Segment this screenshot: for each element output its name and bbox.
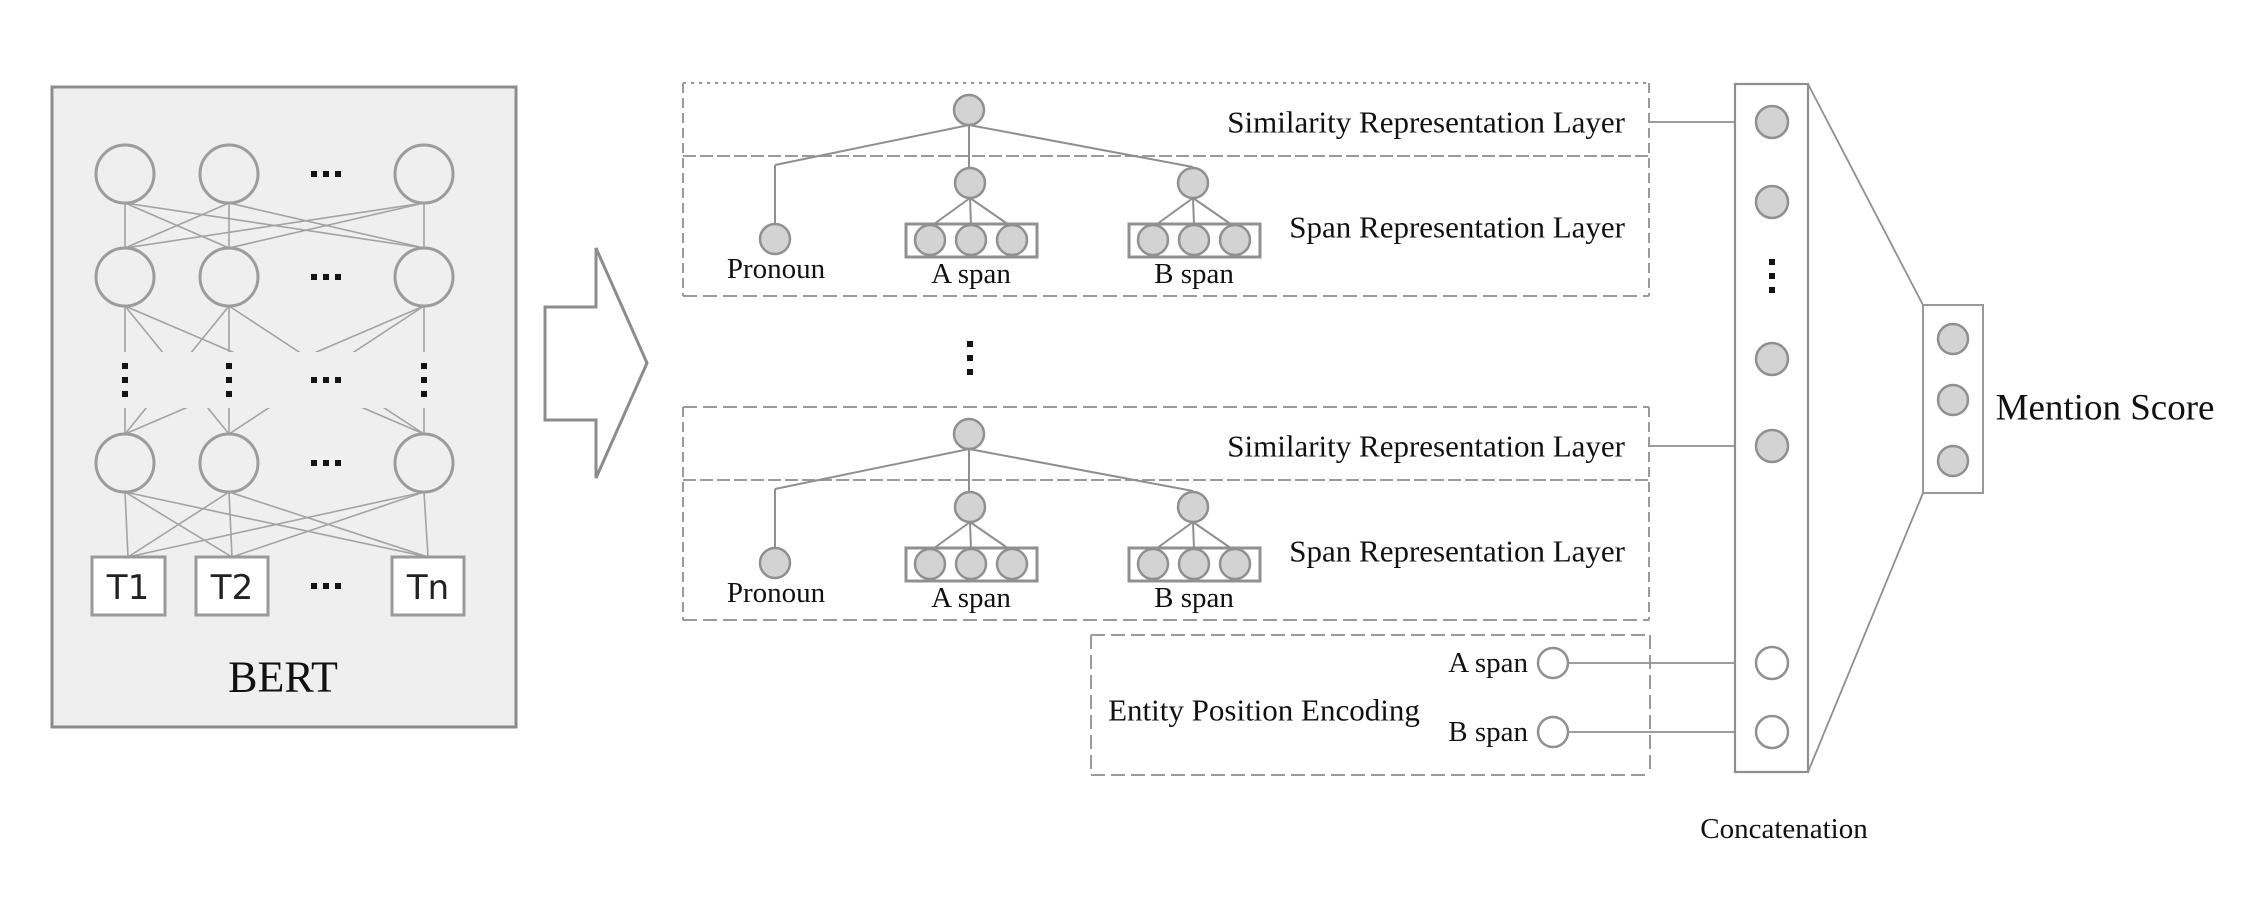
tree2-a-span-label: A span xyxy=(931,582,1011,614)
tree2-span-layer-label: Span Representation Layer xyxy=(1289,534,1625,569)
tree2-pronoun-node xyxy=(758,546,792,580)
funnel-top-line xyxy=(1807,83,1924,306)
mention-score-label: Mention Score xyxy=(1996,388,2215,429)
tree2-pronoun-label: Pronoun xyxy=(727,577,826,609)
tree1-pronoun-node xyxy=(758,222,792,256)
bert-hidden-units xyxy=(94,143,455,494)
concat-node-a-position xyxy=(1754,645,1790,681)
tree1-a-parent-node xyxy=(953,166,987,200)
token-box-t2 xyxy=(194,555,270,617)
ellipsis-dots xyxy=(122,171,427,589)
tree2-b-span-label: B span xyxy=(1154,582,1234,614)
bert-output-arrow xyxy=(543,247,649,479)
tree-block-2: Pronoun A span B span Similarity Represe… xyxy=(682,406,1756,621)
concatenation-label: Concatenation xyxy=(1700,813,1868,845)
tree1-similarity-layer-label: Similarity Representation Layer xyxy=(1227,105,1625,140)
mention-score-block: Mention Score xyxy=(1807,83,2215,773)
bert-block: T1 T2 Tn BERT xyxy=(50,85,518,729)
entity-position-title: Entity Position Encoding xyxy=(1108,693,1420,728)
tree-block-1: Pronoun A span B span Similarity Represe… xyxy=(682,82,1756,297)
concat-ellipsis xyxy=(1769,259,1775,293)
token-label-t2: T2 xyxy=(210,568,253,608)
bert-connections-row1-row2 xyxy=(124,202,425,249)
right-arrow-icon xyxy=(543,247,649,479)
mention-node-1 xyxy=(1936,322,1970,356)
tree1-pronoun-label: Pronoun xyxy=(727,253,826,285)
mention-node-2 xyxy=(1936,383,1970,417)
token-box-tn xyxy=(390,555,466,617)
tree2-b-parent-node xyxy=(1176,490,1210,524)
ellipsis-band xyxy=(55,352,513,408)
tree2-edges xyxy=(774,448,1236,552)
bert-label: BERT xyxy=(228,653,338,702)
mention-node-3 xyxy=(1936,444,1970,478)
epe-a-node xyxy=(1536,646,1570,680)
epe-b-node xyxy=(1536,715,1570,749)
bert-connections-row3-tokens xyxy=(124,491,429,558)
tree1-b-parent-node xyxy=(1176,166,1210,200)
tree1-span-layer-label: Span Representation Layer xyxy=(1289,210,1625,245)
token-label-t1: T1 xyxy=(106,568,149,608)
tree1-root-node xyxy=(952,93,986,127)
tree1-b-span-label: B span xyxy=(1154,258,1234,290)
token-box-t1 xyxy=(90,555,167,617)
concatenation-block: Concatenation xyxy=(1700,82,1868,845)
token-row: T1 T2 Tn xyxy=(90,555,466,617)
concat-node-4 xyxy=(1754,428,1790,464)
concat-node-1 xyxy=(1754,104,1790,140)
between-trees-ellipsis xyxy=(967,341,973,375)
tree2-a-parent-node xyxy=(953,490,987,524)
tree1-edges xyxy=(774,124,1236,228)
concat-node-b-position xyxy=(1754,714,1790,750)
entity-position-block: Entity Position Encoding A span B span xyxy=(1090,634,1756,776)
tree2-similarity-layer-label: Similarity Representation Layer xyxy=(1227,429,1625,464)
tree1-a-span-label: A span xyxy=(931,258,1011,290)
tree2-root-node xyxy=(952,417,986,451)
token-label-tn: Tn xyxy=(406,568,449,608)
concat-node-2 xyxy=(1754,184,1790,220)
epe-a-span-label: A span xyxy=(1448,647,1528,679)
concat-node-3 xyxy=(1754,341,1790,377)
epe-b-span-label: B span xyxy=(1448,716,1528,748)
funnel-bottom-line xyxy=(1807,492,1924,773)
